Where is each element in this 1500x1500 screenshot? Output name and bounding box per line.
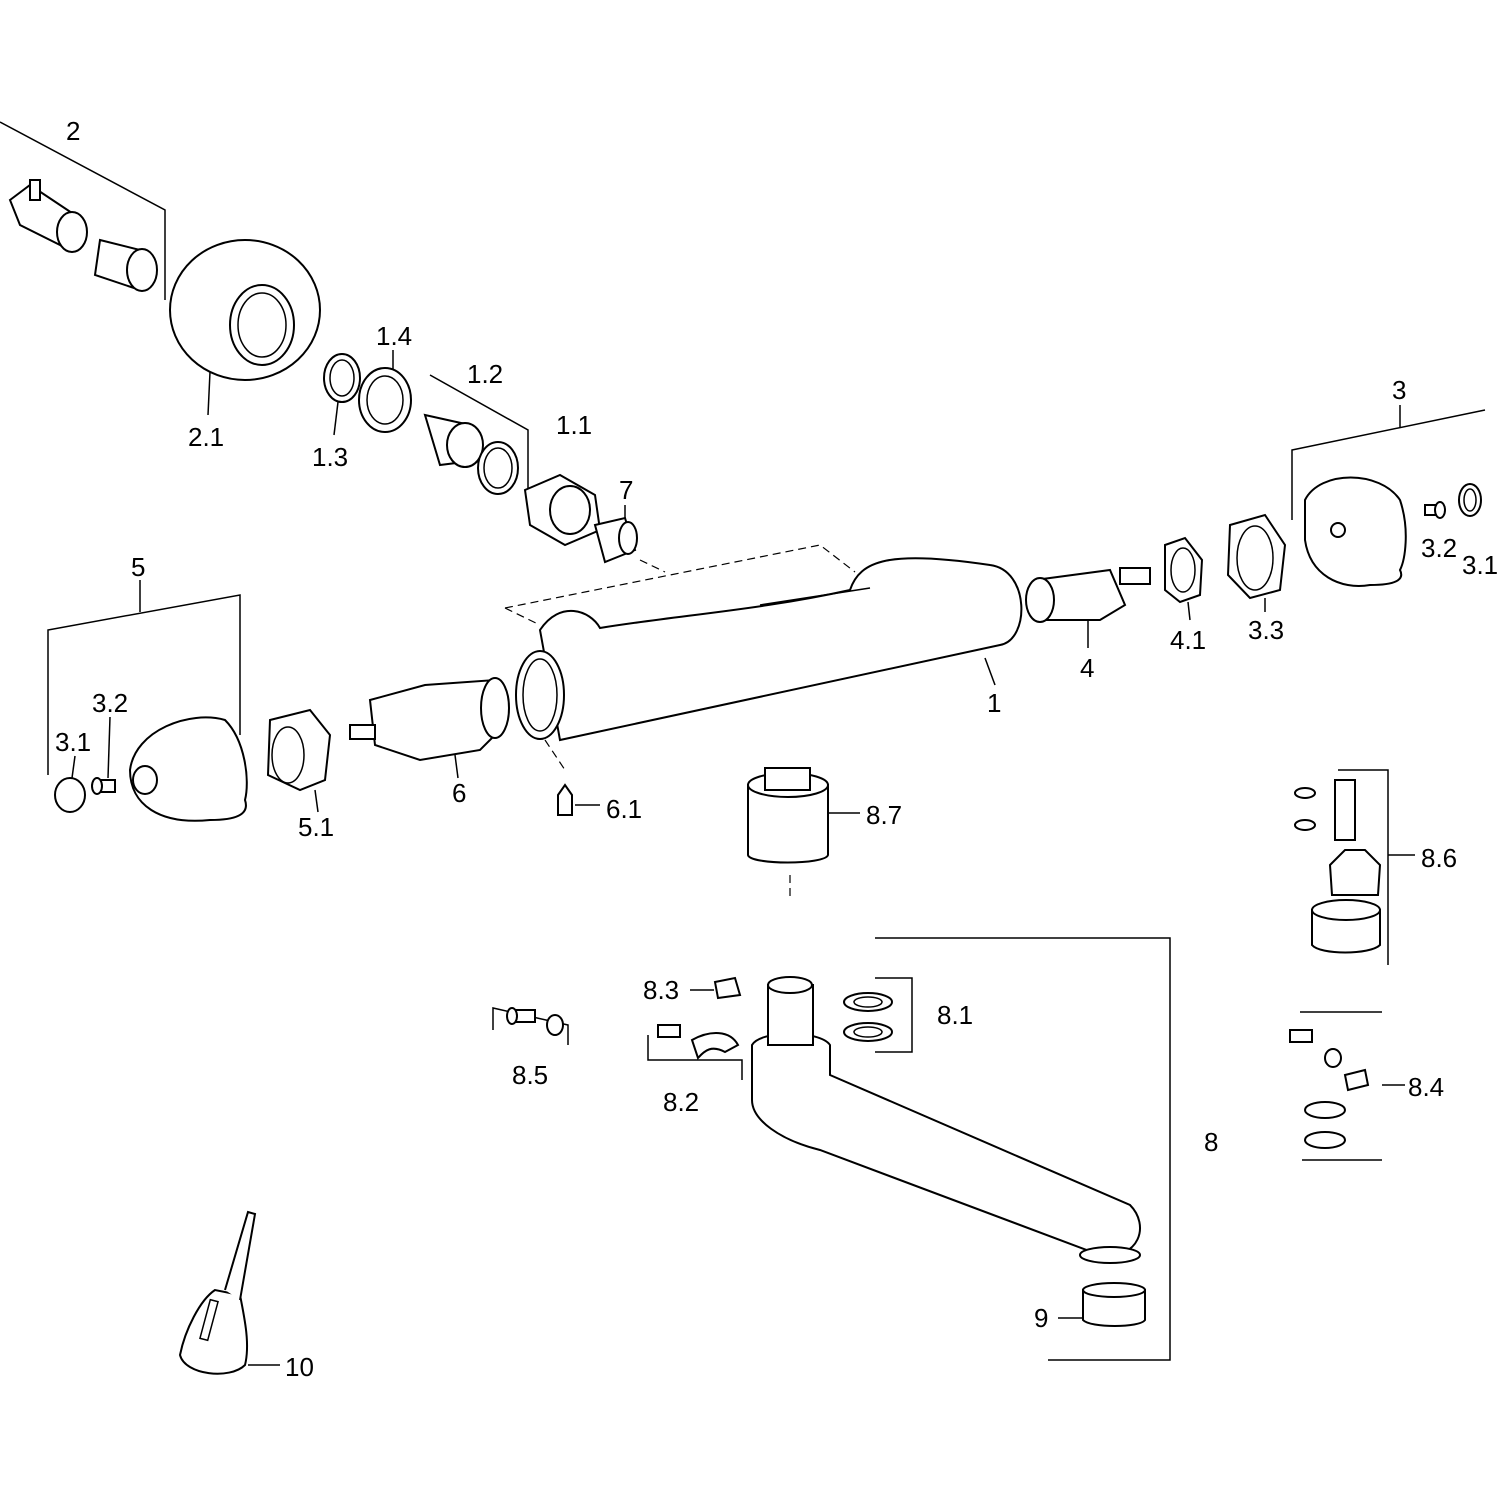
label-3-3: 3.3 (1248, 615, 1284, 645)
part-6-1-screw (557, 783, 573, 816)
bracket-3 (1291, 409, 1486, 520)
part-2-handle-spindle (8, 179, 88, 253)
part-1-2-insert (423, 413, 484, 468)
label-1-1: 1.1 (556, 410, 592, 440)
part-8-spout (751, 976, 1141, 1264)
part-2-1-rosette (169, 239, 321, 381)
label-3: 3 (1392, 375, 1406, 405)
label-1-2: 1.2 (467, 359, 503, 389)
part-9-aerator (1082, 1282, 1146, 1327)
part-8-6-ring-b (1294, 819, 1316, 831)
part-4-1-nut (1164, 536, 1204, 604)
part-2-sleeve (93, 238, 158, 292)
part-3-handle (1304, 476, 1407, 587)
part-3-3-adapter (1226, 513, 1287, 600)
part-6-thermo-cartridge (349, 677, 510, 762)
part-8-1-ring-a (843, 992, 893, 1012)
label-8-1: 8.1 (937, 1000, 973, 1030)
part-7-check (593, 516, 638, 564)
part-5-1-adapter (266, 708, 332, 792)
label-9: 9 (1034, 1303, 1048, 1333)
label-8-6: 8.6 (1421, 843, 1457, 873)
bracket-8 (875, 937, 1171, 1361)
label-6: 6 (452, 778, 466, 808)
part-3-2-screw-left (91, 777, 116, 795)
label-3-2: 3.2 (1421, 533, 1457, 563)
label-8-3: 8.3 (643, 975, 679, 1005)
bracket-8-1 (875, 977, 913, 1053)
bracket-2 (0, 121, 166, 300)
label-7: 7 (619, 475, 633, 505)
label-1-4: 1.4 (376, 321, 412, 351)
part-10-key (178, 1210, 257, 1375)
part-8-6-nut (1328, 849, 1382, 896)
part-1-body (515, 557, 1023, 742)
label-8-7: 8.7 (866, 800, 902, 830)
part-8-2-clip (657, 1024, 740, 1060)
bracket-1-2 (429, 374, 529, 495)
label-2: 2 (66, 116, 80, 146)
part-3-2-screw (1424, 501, 1446, 519)
label-4-1: 4.1 (1170, 625, 1206, 655)
part-1-1-nut (523, 473, 602, 547)
label-1: 1 (987, 688, 1001, 718)
label-3-2-left: 3.2 (92, 688, 128, 718)
label-2-1: 2.1 (188, 422, 224, 452)
part-8-7-sleeve (747, 767, 829, 864)
part-8-6-pin (1334, 779, 1356, 841)
label-6-1: 6.1 (606, 794, 642, 824)
part-5-handle (128, 716, 248, 822)
part-3-1-cap-left (54, 777, 86, 813)
bracket-5 (47, 594, 241, 775)
label-3-1: 3.1 (1462, 550, 1498, 580)
part-8-4-set (1289, 1029, 1370, 1149)
part-4-cartridge (1025, 567, 1151, 623)
part-8-6-ring-a (1294, 787, 1316, 799)
label-5: 5 (131, 552, 145, 582)
part-8-6-base (1311, 899, 1381, 954)
bracket-8-4 (1300, 1011, 1382, 1161)
part-8-3-clip (713, 976, 742, 1000)
label-10: 10 (285, 1352, 314, 1382)
bracket-8-2 (647, 1035, 743, 1080)
part-8-1-ring-b (843, 1022, 893, 1042)
label-8-4: 8.4 (1408, 1072, 1444, 1102)
label-3-1-left: 3.1 (55, 727, 91, 757)
label-8-2: 8.2 (663, 1087, 699, 1117)
bracket-8-6 (1338, 769, 1389, 965)
label-4: 4 (1080, 653, 1094, 683)
part-8-5-screw (506, 1007, 564, 1036)
part-3-1-cap (1458, 483, 1482, 517)
label-5-1: 5.1 (298, 812, 334, 842)
label-8-5: 8.5 (512, 1060, 548, 1090)
label-1-3: 1.3 (312, 442, 348, 472)
label-8: 8 (1204, 1127, 1218, 1157)
